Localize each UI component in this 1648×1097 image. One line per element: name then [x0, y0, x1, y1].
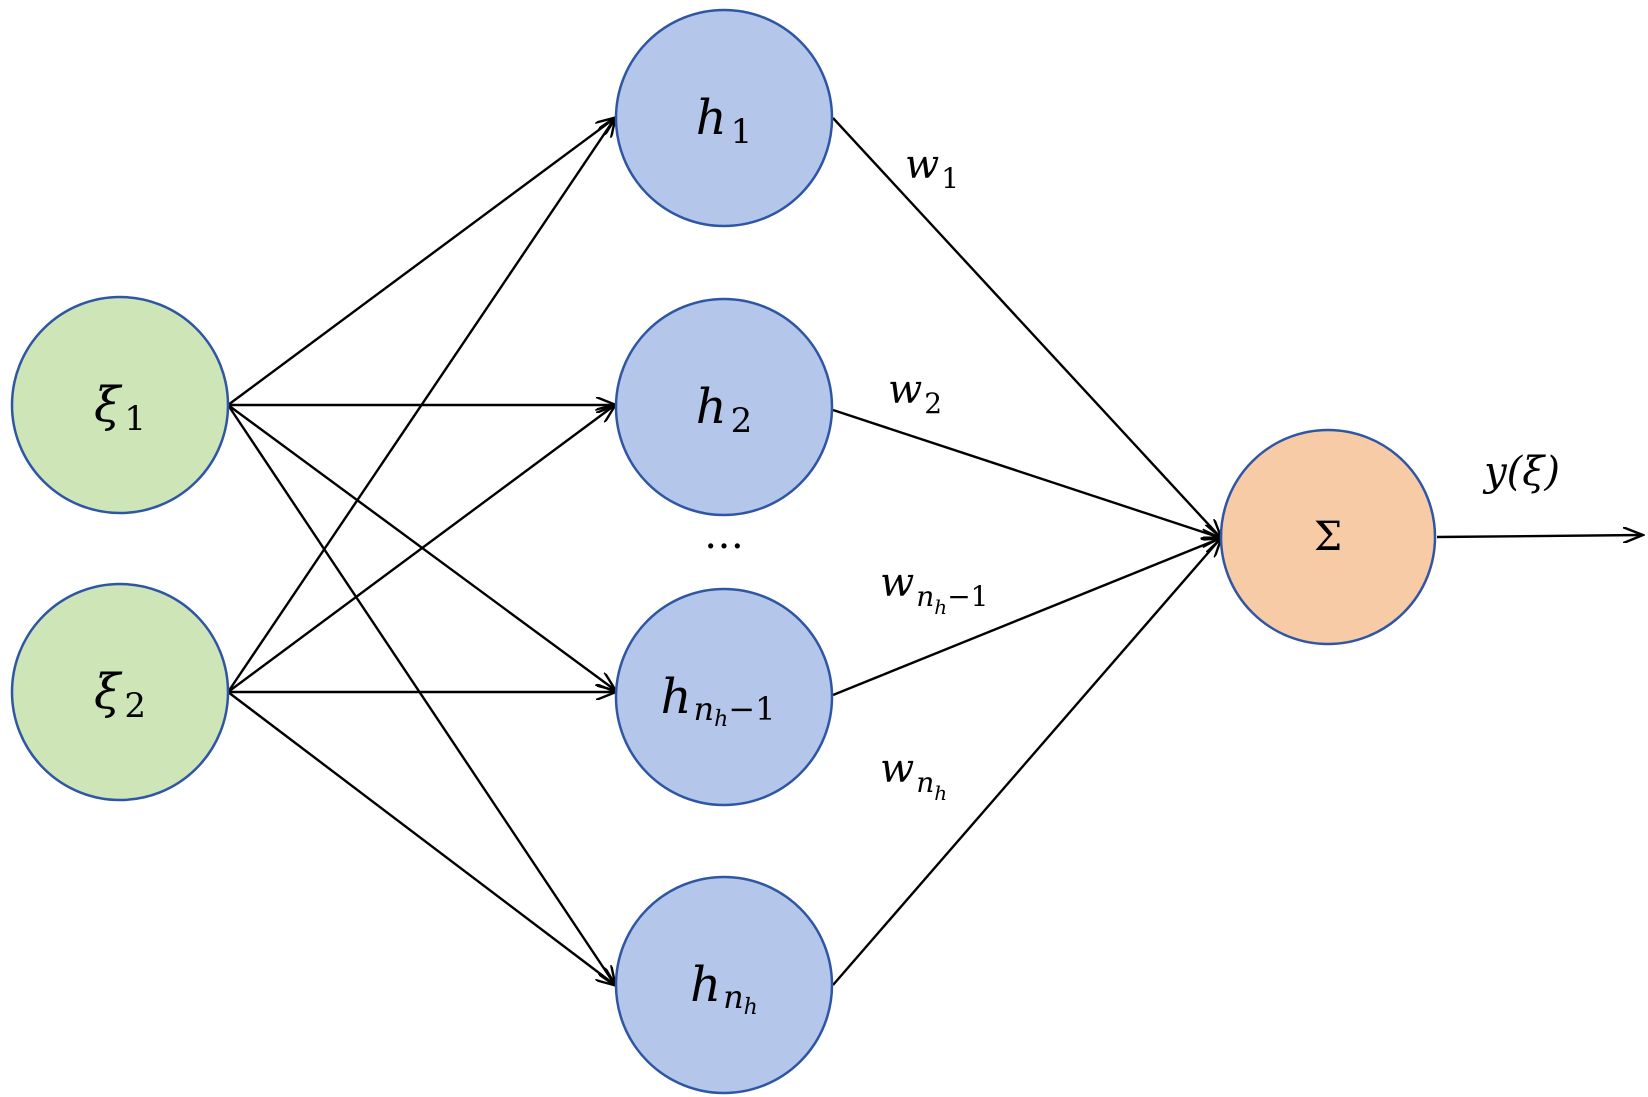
sum-icon: Σ	[1314, 514, 1342, 560]
edge-h2-sum	[832, 408, 1221, 538]
svg-text:h1: h1	[696, 90, 753, 152]
hidden-subscript: 2	[731, 401, 753, 441]
edge-xi2-h1	[227, 118, 615, 693]
hidden-ellipsis: …	[704, 512, 744, 558]
edge-xi1-hnh	[227, 404, 615, 985]
hidden-symbol: h	[661, 669, 692, 725]
edge-hnh-1-sum	[832, 538, 1221, 697]
edge-xi2-h2	[227, 405, 615, 693]
hidden-subscript-tail: −1	[728, 690, 775, 728]
weight-subscript: n	[916, 580, 934, 613]
hidden-to-output-edges	[832, 117, 1642, 986]
hidden-subsubscript: h	[714, 707, 728, 732]
weight-symbol: w	[905, 142, 939, 188]
input-subscript: 2	[124, 686, 146, 726]
edge-h1-sum	[832, 117, 1221, 538]
input-symbol: ξ	[94, 664, 123, 720]
hidden-subsubscript: h	[744, 995, 758, 1020]
edge-xi1-h1	[227, 118, 615, 406]
hidden-subscript: 1	[731, 112, 753, 152]
weight-symbol: w	[880, 560, 914, 606]
hidden-symbol: h	[690, 957, 721, 1013]
svg-text:hnh−1: hnh−1	[661, 669, 776, 732]
output-label: y(ξ)	[1482, 449, 1560, 495]
hidden-node-hnh-1: hnh−1	[614, 587, 834, 807]
weight-subscript: 2	[924, 387, 942, 420]
weight-label-w1: w1	[905, 142, 959, 195]
weight-label-wnh: wnh	[880, 746, 947, 805]
weight-subsubscript: h	[934, 781, 947, 805]
input-symbol: ξ	[94, 377, 123, 433]
weight-label-w2: w2	[888, 367, 942, 420]
output-node-sum: Σ	[1219, 428, 1437, 646]
hidden-symbol: h	[696, 379, 727, 435]
hidden-subscript: n	[723, 978, 744, 1016]
weight-symbol: w	[888, 367, 922, 413]
svg-text:ξ1: ξ1	[94, 377, 146, 439]
weight-subscript-tail: −1	[947, 580, 988, 613]
hidden-node-hnh: hnh	[614, 875, 834, 1095]
weight-symbol: w	[880, 746, 914, 792]
edge-hnh-sum	[832, 538, 1221, 986]
output-arrow	[1436, 535, 1642, 537]
weight-subscript: 1	[941, 162, 959, 195]
input-to-hidden-edges	[227, 118, 615, 985]
hidden-subscript: n	[693, 690, 714, 728]
edge-xi2-hnh	[227, 691, 615, 985]
weight-subsubscript: h	[934, 595, 947, 619]
input-subscript: 1	[124, 399, 146, 439]
svg-text:ξ2: ξ2	[94, 664, 146, 726]
weight-label-wnh-1: wnh−1	[880, 560, 988, 619]
weight-subscript: n	[916, 766, 934, 799]
svg-text:hnh: hnh	[690, 957, 758, 1020]
svg-text:h2: h2	[696, 379, 753, 441]
hidden-symbol: h	[696, 90, 727, 146]
